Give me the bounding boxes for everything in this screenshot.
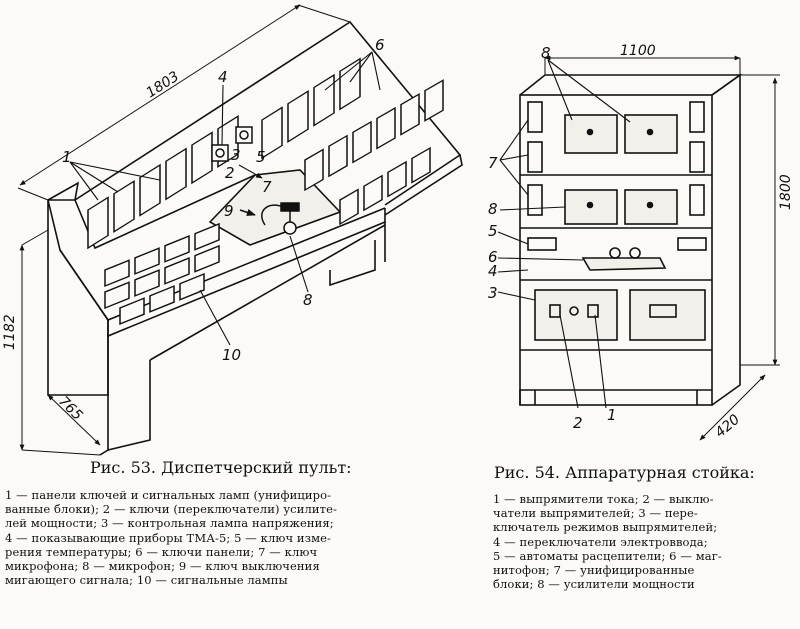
signal-lamp-panels — [104, 222, 220, 325]
key-panel — [87, 196, 109, 250]
lamp-panel — [104, 259, 130, 288]
lamp-panel — [164, 257, 190, 285]
technical-drawings: 1 2 3 4 5 6 7 8 9 10 1803 1182 765 — [2, 4, 794, 456]
callout-8a: 8 — [541, 44, 551, 62]
legend-line: микрофона; 8 — микрофон; 9 — ключ выключ… — [5, 559, 320, 574]
legend-line: 1 — выпрямители тока; 2 — выклю- — [493, 492, 714, 506]
key-panel — [400, 92, 420, 136]
callout-7: 7 — [488, 154, 498, 172]
key-panel — [387, 160, 407, 198]
leader-lines-fig54 — [497, 59, 631, 409]
callout-7: 7 — [262, 178, 272, 196]
figure54-legend: 1 — выпрямители тока; 2 — выклю- чатели … — [493, 492, 793, 591]
callout-1: 1 — [607, 406, 617, 424]
figure53-legend: 1 — панели ключей и сигнальных ламп (уни… — [5, 488, 475, 587]
callout-2: 2 — [573, 414, 583, 432]
microphone — [239, 202, 300, 235]
legend-line: ванные блоки); 2 — ключи (переключатели)… — [5, 502, 338, 517]
callout-8: 8 — [303, 291, 313, 309]
dim-1800: 1800 — [778, 174, 794, 210]
callout-8b: 8 — [488, 200, 498, 218]
callout-3: 3 — [488, 284, 498, 302]
lamp-panel — [134, 247, 160, 275]
lamp-panel — [179, 272, 205, 301]
callout-4: 4 — [488, 262, 498, 280]
lamp-panel — [149, 285, 175, 313]
dim-1803: 1803 — [143, 69, 182, 102]
lamp-panel — [119, 297, 145, 325]
key-panel — [304, 148, 324, 192]
key-panel — [424, 79, 444, 122]
callout-5: 5 — [488, 222, 498, 240]
key-panel — [376, 106, 396, 150]
legend-line: 4 — переключатели электровводa; — [493, 534, 708, 549]
legend-line: рения температуры; 6 — ключи панели; 7 —… — [5, 544, 318, 559]
legend-line: нитофон; 7 — унифицированные — [493, 563, 695, 578]
callout-3: 3 — [231, 146, 241, 164]
legend-line: ключатель режимов выпрямителей; — [493, 520, 718, 535]
callout-2: 2 — [225, 164, 235, 182]
legend-line: чатели выпрямителей; 3 — пере- — [493, 506, 698, 521]
key-panel — [411, 146, 431, 184]
legend-line: 1 — панели ключей и сигнальных ламп (уни… — [5, 488, 332, 502]
lamp-panel — [134, 269, 160, 297]
dim-1182: 1182 — [2, 314, 18, 350]
dimensions-fig54 — [544, 55, 780, 441]
dim-765: 765 — [55, 394, 85, 424]
legend-line: мигающего сигнала; 10 — сигнальные лампы — [5, 573, 288, 588]
figure54-caption: Рис. 54. Аппаратурная стойка: — [494, 463, 755, 482]
callout-6: 6 — [488, 248, 498, 266]
key-panel — [165, 147, 187, 201]
legend-line: 5 — автоматы расцепители; 6 — маг- — [493, 548, 722, 563]
legend-line: 4 — показывающие приборы ТМА-5; 5 — ключ… — [5, 530, 332, 545]
figure53-caption: Рис. 53. Диспетчерский пульт: — [90, 458, 352, 477]
right-wing-panels — [304, 79, 444, 226]
lamp-panel — [194, 244, 220, 273]
callout-4: 4 — [218, 68, 228, 86]
key-panel — [113, 180, 135, 233]
key-panel — [328, 134, 348, 178]
key-panel — [191, 131, 213, 185]
dispatcher-console-drawing — [47, 20, 463, 456]
key-panel — [352, 120, 372, 164]
key-panel — [313, 73, 335, 127]
dim-1100: 1100 — [620, 43, 656, 59]
callout-9: 9 — [224, 202, 234, 220]
key-panel — [339, 188, 359, 226]
callout-10: 10 — [222, 346, 241, 364]
lamp-panel — [104, 281, 130, 310]
lamp-panel — [164, 235, 190, 263]
key-panel — [139, 163, 161, 217]
key-panel — [363, 174, 383, 212]
legend-line: блоки; 8 — усилители мощности — [493, 577, 695, 592]
callout-6: 6 — [375, 36, 385, 54]
lamp-panel — [194, 222, 220, 251]
equipment-rack-drawing — [519, 73, 743, 406]
dim-420: 420 — [712, 412, 743, 441]
callout-5: 5 — [256, 148, 266, 166]
callout-1: 1 — [62, 148, 72, 166]
legend-line: лей мощности; 3 — контрольная лампа напр… — [5, 516, 334, 531]
dimensions-fig53 — [17, 4, 351, 456]
key-panel — [339, 57, 361, 111]
key-panel — [287, 90, 309, 143]
